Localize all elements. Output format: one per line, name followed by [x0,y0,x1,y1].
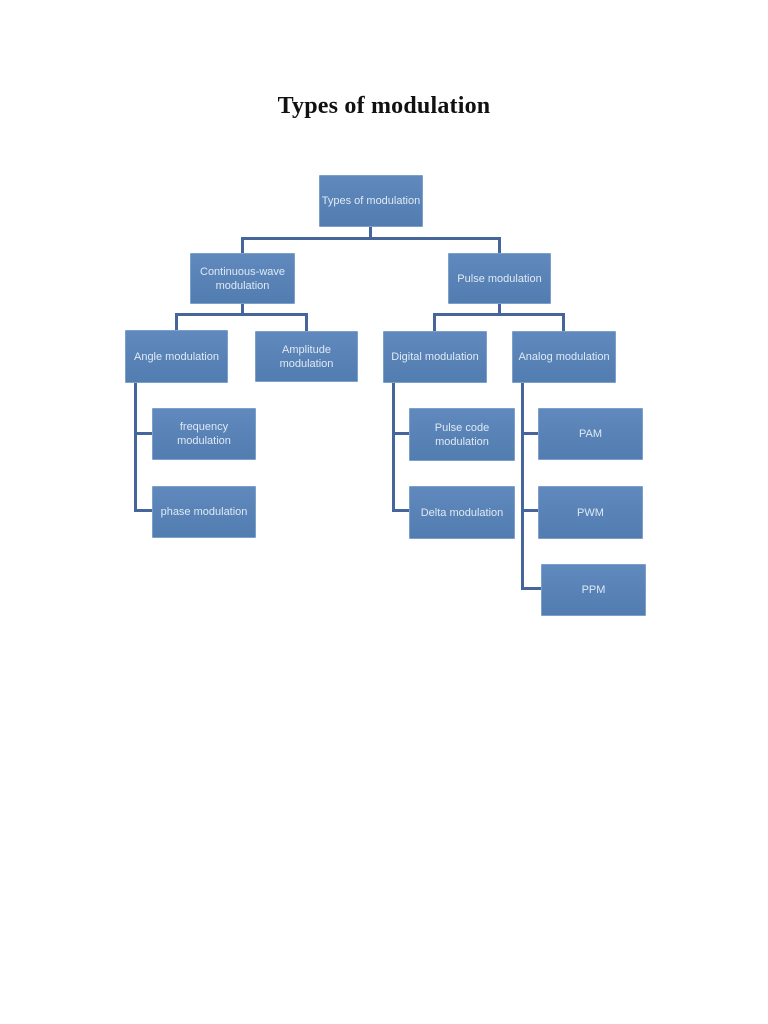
connector-amplitude-drop [305,313,308,331]
node-pulse: Pulse modulation [448,253,551,304]
node-pwm: PWM [538,486,643,539]
node-angle: Angle modulation [125,330,228,383]
connector-delta-stub [392,509,411,512]
node-amplitude: Amplitude modulation [255,331,358,382]
node-phase: phase modulation [152,486,256,538]
node-pam: PAM [538,408,643,460]
node-pcm: Pulse code modulation [409,408,515,461]
connector-root-down [369,226,372,240]
connector-angle-drop [175,313,178,330]
connector-analog-hang [521,383,524,589]
connector-phase-stub [134,509,154,512]
connector-angle-hang [134,383,137,512]
connector-top-bracket [241,237,501,240]
connector-frequency-stub [134,432,154,435]
node-analog: Analog modulation [512,331,616,383]
node-root: Types of modulation [319,175,423,227]
node-ppm: PPM [541,564,646,616]
node-digital: Digital modulation [383,331,487,383]
connector-cw-bracket [175,313,308,316]
connector-ppm-stub [521,587,543,590]
connector-digital-hang [392,383,395,512]
connector-pam-stub [521,432,540,435]
connector-pcm-stub [392,432,411,435]
connector-pwm-stub [521,509,540,512]
connector-analog-drop [562,313,565,331]
page-title: Types of modulation [277,93,491,119]
node-cw: Continuous-wave modulation [190,253,295,304]
connector-digital-drop [433,313,436,331]
node-delta: Delta modulation [409,486,515,539]
connector-cw-down [241,304,244,315]
connector-pulse-bracket [433,313,565,316]
node-frequency: frequency modulation [152,408,256,460]
connector-cw-drop [241,237,244,253]
connector-pulse-down [498,304,501,315]
connector-pulse-drop [498,237,501,253]
